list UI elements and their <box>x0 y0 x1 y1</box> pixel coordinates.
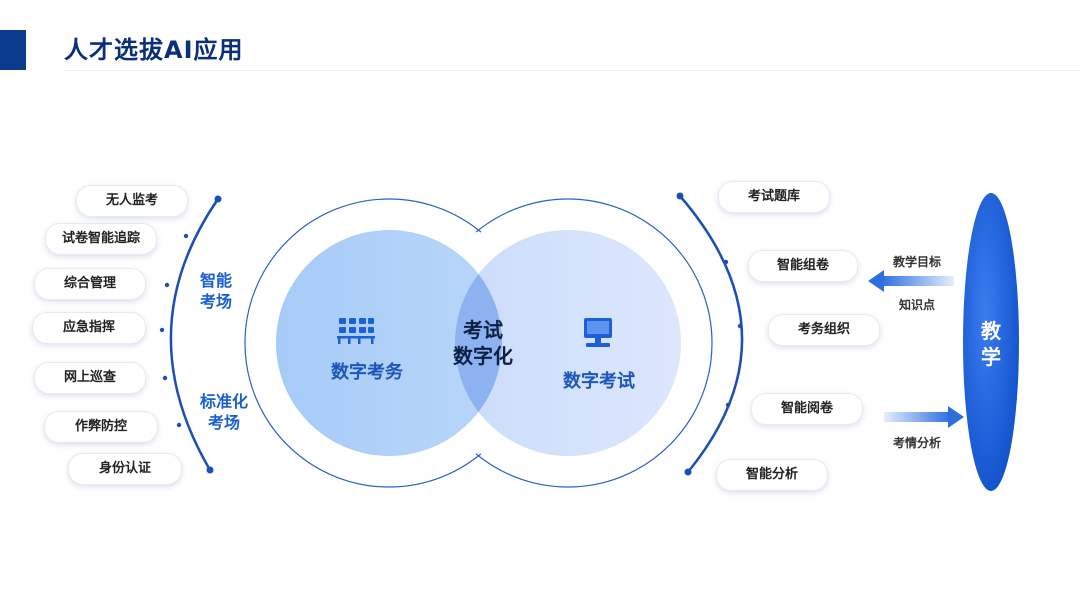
left-circle <box>276 230 502 456</box>
exam-digitalization-label: 考试 数字化 <box>453 318 513 368</box>
digital-exam-affairs-label: 数字考务 <box>331 362 403 383</box>
teaching-objectives-label: 教学目标 <box>892 255 941 269</box>
digital-exam-label: 数字考试 <box>563 371 635 392</box>
left-item-emergency-command[interactable]: 应急指挥 <box>32 312 146 344</box>
knowledge-points-label: 知识点 <box>898 298 935 312</box>
teaching-label: 教学 <box>981 319 1001 369</box>
right-item-smart-analysis[interactable]: 智能分析 <box>716 459 828 491</box>
left-item-online-patrol[interactable]: 网上巡查 <box>34 362 146 394</box>
smart-exam-room-label: 智能考场 <box>199 271 232 311</box>
input-arrow <box>868 270 954 292</box>
title-divider <box>64 70 1080 71</box>
teaching-ellipse <box>963 193 1019 491</box>
exam-analysis-label: 考情分析 <box>892 436 941 450</box>
page-title: 人才选拔AI应用 <box>64 36 244 64</box>
right-circle <box>455 230 681 456</box>
left-item-cheating-prevention[interactable]: 作弊防控 <box>44 411 158 443</box>
left-item-paper-tracking[interactable]: 试卷智能追踪 <box>45 223 157 255</box>
right-item-smart-paper-assembly[interactable]: 智能组卷 <box>748 250 858 282</box>
computer-icon <box>584 318 612 347</box>
title-accent-bar <box>0 30 26 70</box>
left-bracket-arc <box>169 198 220 471</box>
left-item-integrated-management[interactable]: 综合管理 <box>34 268 146 300</box>
standard-exam-room-label: 标准化考场 <box>199 392 248 432</box>
output-arrow <box>884 406 964 428</box>
left-item-unmanned-proctoring[interactable]: 无人监考 <box>76 185 188 217</box>
right-bracket-arc <box>679 195 744 473</box>
right-item-smart-grading[interactable]: 智能阅卷 <box>751 393 863 425</box>
right-item-exam-organization[interactable]: 考务组织 <box>768 314 880 346</box>
right-item-question-bank[interactable]: 考试题库 <box>718 181 830 213</box>
people-grid-icon <box>337 318 375 344</box>
left-item-identity-verification[interactable]: 身份认证 <box>68 453 182 485</box>
